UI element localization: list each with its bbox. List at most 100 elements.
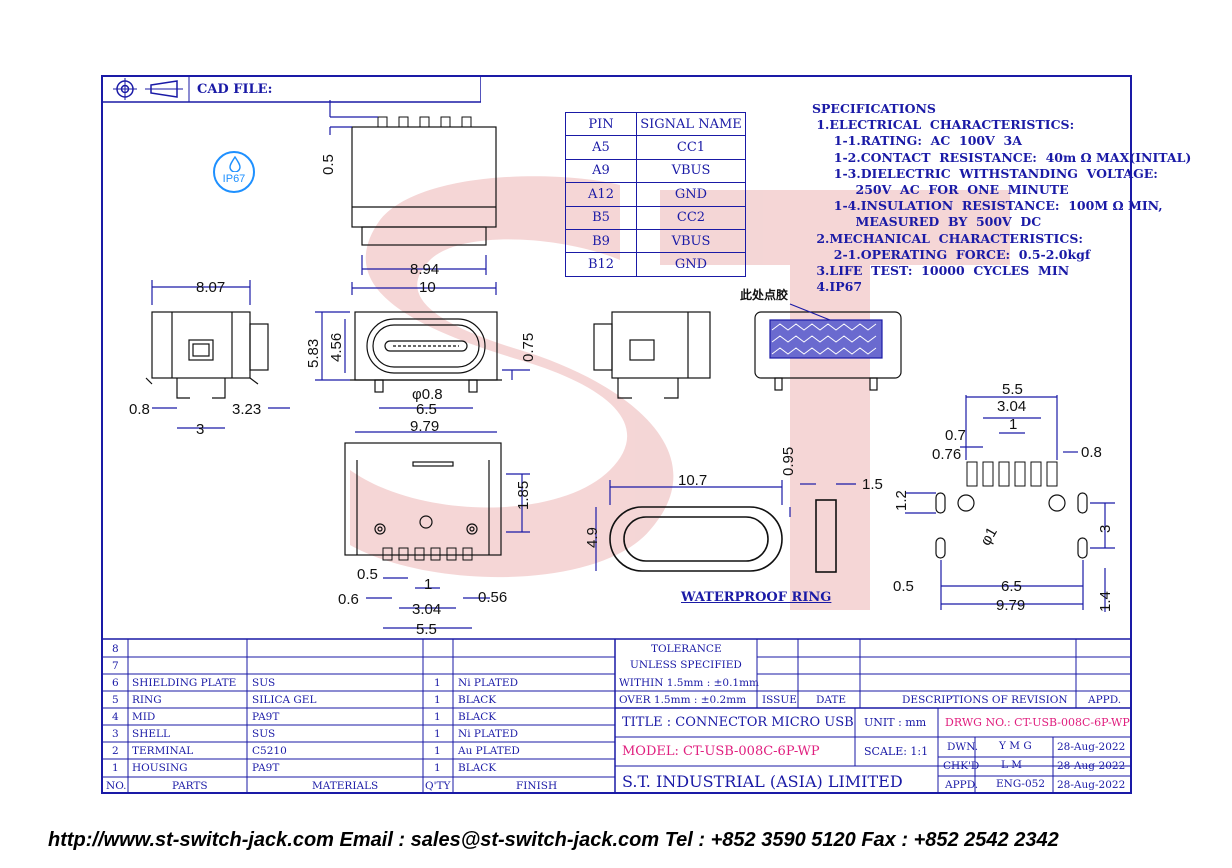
bom-no: 5 xyxy=(112,694,119,706)
waterproof-ring-drawing xyxy=(595,480,856,573)
drawing-number: DRWG NO.: CT-USB-008C-6P-WP xyxy=(945,716,1130,729)
dim-label: 0.5 xyxy=(357,566,378,583)
dim-label: 0.76 xyxy=(932,446,962,463)
projection-symbol-icon xyxy=(101,75,481,103)
chkd-date: 28-Aug-2022 xyxy=(1057,760,1126,772)
dim-label: 10 xyxy=(419,279,436,296)
unit-label: UNIT : mm xyxy=(864,716,927,729)
bom-qty: 1 xyxy=(434,711,441,723)
right-side-view-drawing xyxy=(593,311,711,399)
appd-header: APPD. xyxy=(1088,694,1122,706)
specifications-title: SPECIFICATIONS xyxy=(812,101,936,116)
ip67-badge: IP67 xyxy=(213,151,255,193)
bom-finish: BLACK xyxy=(458,762,497,774)
dim-label: 1 xyxy=(1009,416,1018,433)
pcb-layout-drawing xyxy=(905,395,1115,612)
contact-footer: http://www.st-switch-jack.com Email : sa… xyxy=(48,829,1059,851)
chkd-label: CHK'D xyxy=(943,760,980,772)
spec-line: MEASURED BY 500V DC xyxy=(812,214,1042,230)
bom-part: MID xyxy=(132,711,156,723)
bom-part: SHIELDING PLATE xyxy=(132,677,237,689)
issue-header: ISSUE xyxy=(762,694,797,706)
descriptions-header: DESCRIPTIONS OF REVISION xyxy=(902,694,1068,706)
bom-qty: 1 xyxy=(434,694,441,706)
dim-label: 9.79 xyxy=(410,418,440,435)
water-drop-icon xyxy=(229,156,241,172)
bom-no: 8 xyxy=(112,643,119,655)
chkd-value: L M xyxy=(1001,759,1023,771)
spec-line: 4.IP67 xyxy=(812,279,863,295)
spec-line: 3.LIFE TEST: 10000 CYCLES MIN xyxy=(812,263,1070,279)
dim-label: φ0.8 xyxy=(412,386,443,403)
specifications-block: SPECIFICATIONS 1.ELECTRICAL CHARACTERIST… xyxy=(812,101,1191,295)
table-cell: CC2 xyxy=(636,205,746,230)
dim-label: 6.5 xyxy=(1001,578,1022,595)
dim-label: 3 xyxy=(196,421,205,438)
dim-label: 0.7 xyxy=(945,427,966,444)
table-header-cell: PIN xyxy=(565,111,637,137)
bom-qty: 1 xyxy=(434,762,441,774)
appd-label: APPD. xyxy=(945,779,979,791)
appd-date: 28-Aug-2022 xyxy=(1057,779,1126,791)
ip67-badge-text: IP67 xyxy=(222,173,246,185)
bom-no: 6 xyxy=(112,677,119,689)
cad-file-label: CAD FILE: xyxy=(197,82,273,97)
waterproof-ring-label: WATERPROOF RING xyxy=(681,590,832,605)
tolerance-over: OVER 1.5mm : ±0.2mm xyxy=(619,694,747,706)
bom-material: SUS xyxy=(252,677,276,689)
bom-material: C5210 xyxy=(252,745,287,757)
dim-label: 3.04 xyxy=(412,601,442,618)
table-cell: CC1 xyxy=(636,135,746,160)
bom-header-no: NO. xyxy=(106,780,127,792)
dim-label: 5.5 xyxy=(416,621,437,638)
bom-finish: Ni PLATED xyxy=(458,677,519,689)
spec-line: 1.ELECTRICAL CHARACTERISTICS: xyxy=(812,117,1075,133)
bom-no: 3 xyxy=(112,728,119,740)
appd-value: ENG-052 xyxy=(996,778,1046,790)
dim-label: 0.5 xyxy=(893,578,914,595)
dim-label: 5.5 xyxy=(1002,381,1023,398)
dim-label: 0.56 xyxy=(478,589,508,606)
tolerance-title: TOLERANCE xyxy=(651,643,722,655)
table-cell: B12 xyxy=(565,252,637,277)
bom-no: 1 xyxy=(112,762,119,774)
dim-label: 6.5 xyxy=(416,401,437,418)
bom-finish: BLACK xyxy=(458,694,497,706)
table-cell: A5 xyxy=(565,135,637,160)
spec-line: 2-1.OPERATING FORCE: 0.5-2.0kgf xyxy=(812,246,1091,262)
bom-finish: BLACK xyxy=(458,711,497,723)
date-header: DATE xyxy=(816,694,847,706)
dwn-label: DWN. xyxy=(947,741,979,753)
bom-qty: 1 xyxy=(434,728,441,740)
bom-no: 7 xyxy=(112,660,119,672)
glue-note: 此处点胶 xyxy=(740,288,789,302)
dwn-date: 28-Aug-2022 xyxy=(1057,741,1126,753)
bom-header-finish: FINISH xyxy=(516,780,558,792)
drawing-frame xyxy=(101,75,1132,794)
bom-material: PA9T xyxy=(252,762,280,774)
bom-material: PA9T xyxy=(252,711,280,723)
dim-label: 3.23 xyxy=(232,401,262,418)
dim-label: 1 xyxy=(424,576,433,593)
bom-no: 2 xyxy=(112,745,119,757)
table-cell: GND xyxy=(636,182,746,207)
dim-label: 0.6 xyxy=(338,591,359,608)
bom-header-materials: MATERIALS xyxy=(312,780,379,792)
table-cell: B5 xyxy=(565,205,637,230)
spec-line: 250V AC FOR ONE MINUTE xyxy=(812,182,1069,198)
tolerance-within: WITHIN 1.5mm : ±0.1mm xyxy=(619,677,760,689)
dim-label: 10.7 xyxy=(678,472,708,489)
dwn-value: Y M G xyxy=(999,740,1032,752)
bom-qty: 1 xyxy=(434,745,441,757)
table-cell: GND xyxy=(636,252,746,277)
bom-header-parts: PARTS xyxy=(172,780,208,792)
spec-line: 1-2.CONTACT RESISTANCE: 40m Ω MAX(INITAL… xyxy=(812,149,1192,165)
scale-label: SCALE: 1:1 xyxy=(864,745,929,758)
bom-material: SUS xyxy=(252,728,276,740)
